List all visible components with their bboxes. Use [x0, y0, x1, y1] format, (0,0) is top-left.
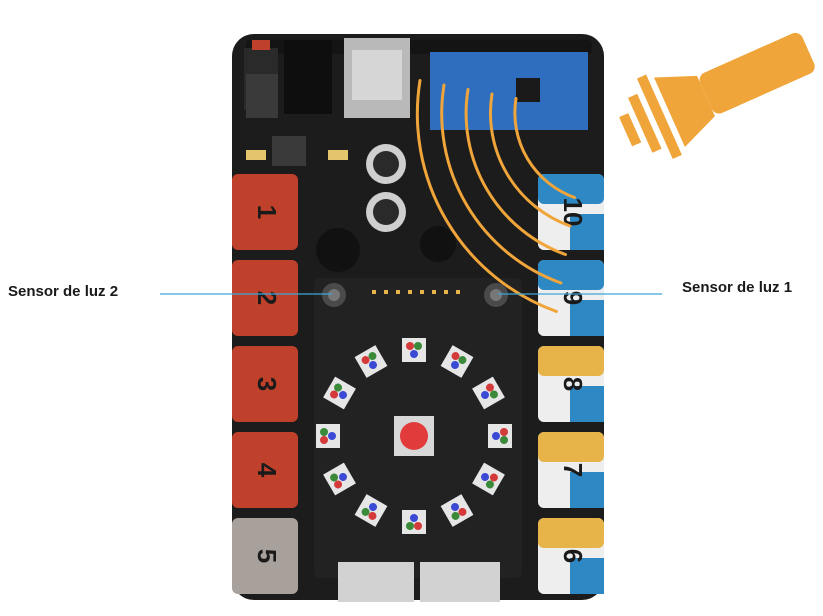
port-right-band	[538, 346, 604, 376]
flashlight-icon	[619, 32, 815, 159]
port-number-left: 5	[252, 549, 282, 563]
rgb-led-icon	[323, 376, 356, 410]
center-button	[400, 422, 428, 450]
port-right-band	[570, 214, 604, 250]
port-right-band	[538, 260, 604, 290]
port-left	[232, 346, 298, 422]
port-number-right: 7	[558, 463, 588, 477]
port-number-left: 4	[252, 463, 282, 478]
port-right-band	[570, 472, 604, 508]
sensor-label-2: Sensor de luz 2	[8, 283, 119, 300]
port-left	[232, 260, 298, 336]
dc-jack	[284, 40, 332, 114]
light-ray	[488, 92, 572, 228]
usb-port-inner	[352, 50, 402, 100]
rgb-led-icon	[323, 462, 356, 496]
port-number-right: 8	[558, 377, 588, 391]
rgb-led-icon	[440, 494, 474, 527]
capacitor	[373, 151, 399, 177]
rgb-led-icon	[402, 338, 426, 362]
light-ray	[440, 83, 563, 285]
ports-left: 1 2 3 4 5	[232, 174, 298, 594]
panel-indicator-dots	[372, 290, 460, 294]
port-right-band	[570, 386, 604, 422]
rgb-led-icon	[316, 424, 340, 448]
capacitor-strip	[246, 150, 266, 160]
rgb-led-icon	[402, 510, 426, 534]
rgb-led-icon	[440, 345, 474, 378]
port-number-left: 3	[252, 377, 282, 391]
power-switch-red	[252, 40, 270, 50]
light-sensor-2-core	[328, 289, 340, 301]
light-ray	[464, 88, 567, 256]
chip-small	[272, 136, 306, 166]
port-right-band	[538, 518, 604, 548]
port-left	[232, 518, 298, 594]
bluetooth-module	[430, 52, 588, 130]
port-number-left: 1	[252, 205, 282, 219]
light-sensor-1-core	[490, 289, 502, 301]
rgb-led-icon	[472, 376, 505, 410]
ports-right: 10 9 8 7 6	[538, 174, 604, 594]
buzzer	[420, 226, 456, 262]
port-right-band	[570, 300, 604, 336]
capacitor	[373, 199, 399, 225]
port-number-right: 10	[558, 198, 588, 227]
port-right-band	[538, 174, 604, 204]
rgb-led-ring	[316, 338, 512, 534]
port-right-band	[570, 558, 604, 594]
light-wave-icon	[415, 79, 576, 313]
light-ray	[513, 97, 576, 199]
rgb-led-icon	[354, 494, 388, 527]
port-right-band	[538, 432, 604, 462]
bottom-connector	[420, 562, 500, 602]
bottom-connector	[338, 562, 414, 602]
port-number-left: 2	[252, 291, 282, 305]
power-regulator	[246, 74, 278, 118]
port-left	[232, 432, 298, 508]
port-number-right: 6	[558, 549, 588, 563]
sensor-label-1: Sensor de luz 1	[682, 279, 793, 296]
buzzer	[316, 228, 360, 272]
rgb-led-icon	[472, 462, 505, 496]
rgb-led-icon	[488, 424, 512, 448]
port-left	[232, 174, 298, 250]
board-top-strip	[246, 40, 592, 54]
capacitor-strip	[328, 150, 348, 160]
bluetooth-module-chip	[516, 78, 540, 102]
port-number-right: 9	[558, 291, 588, 305]
rgb-led-icon	[354, 345, 388, 378]
